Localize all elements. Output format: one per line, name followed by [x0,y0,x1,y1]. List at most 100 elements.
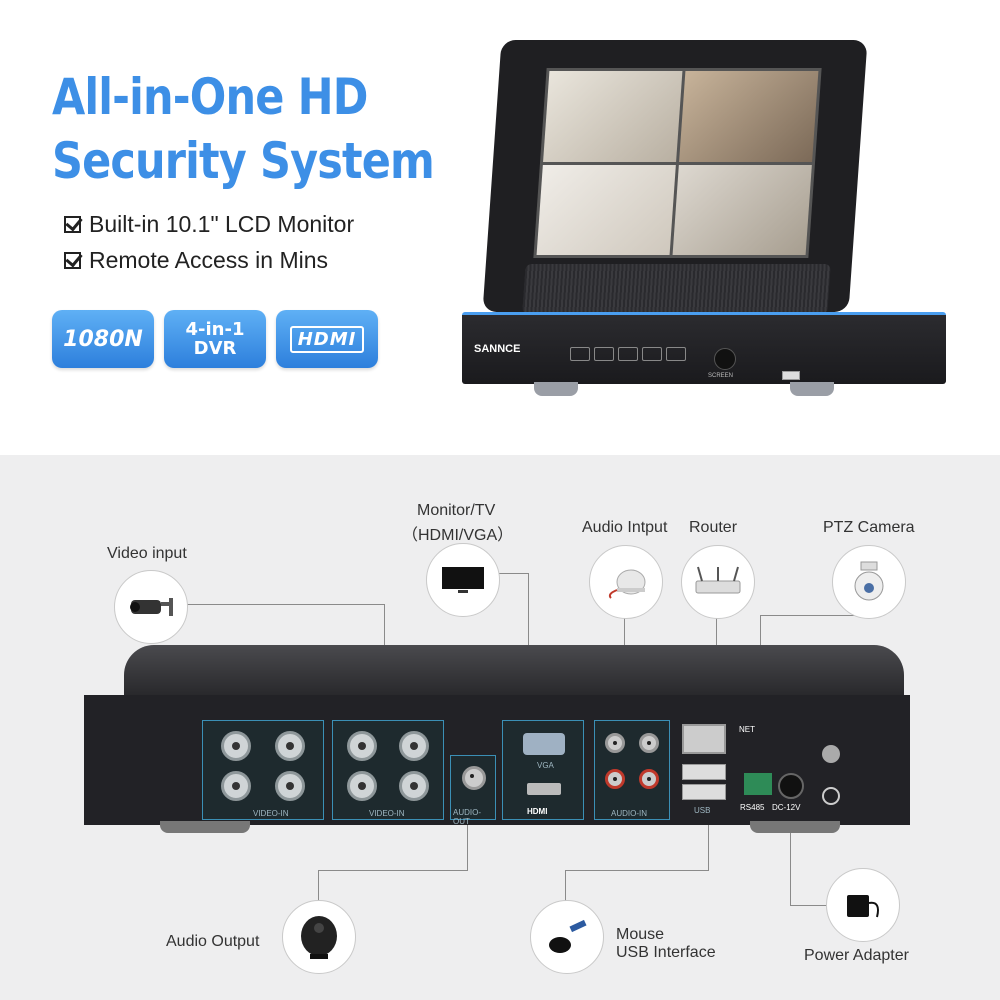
rs485-label: RS485 [740,803,765,812]
camera-view [536,164,676,255]
bnc-port [347,771,377,801]
microphone-icon [589,545,663,619]
hdmi-label: HDMI [527,807,548,816]
front-button [570,347,590,361]
camera-view [543,71,683,162]
line-audio-out [467,785,468,870]
hdmi-port [527,783,561,795]
dvr-front-panel: SANNCE SCREEN [462,312,946,384]
feature-lcd: Built-in 10.1" LCD Monitor [64,211,354,238]
bnc-port [221,771,251,801]
rca-port [462,766,486,790]
camera-view [672,164,812,255]
line-monitor [494,573,529,574]
video-in-group: VIDEO-IN [202,720,324,820]
line-power [790,905,830,906]
dc-power-port [778,773,804,799]
lcd-monitor-illustration [480,18,868,318]
label-mouse-sub: USB Interface [616,944,716,961]
badge-hdmi: HDMI [276,310,378,368]
checkbox-icon [64,252,81,269]
badge-dvr-bottom: DVR [193,338,237,359]
headline-line1: All-in-One HD [52,68,368,126]
hdmi-logo: HDMI [289,325,365,353]
video-in-label: VIDEO-IN [369,809,405,818]
feature-label: Built-in 10.1" LCD Monitor [89,211,355,237]
video-in-label: VIDEO-IN [253,809,289,818]
badge-dvr-top: 4-in-1 [185,319,245,340]
audio-out-label: AUDIO-OUT [453,808,481,826]
video-out-group: VGA HDMI [502,720,584,820]
bnc-port [275,731,305,761]
bnc-port [399,731,429,761]
bnc-port [347,731,377,761]
line-ptz [760,615,868,616]
front-button [618,347,638,361]
vga-port [523,733,565,755]
label-audio-input: Audio Intput [582,519,668,536]
dc-label: DC-12V [772,803,801,812]
label-ptz: PTZ Camera [823,519,915,536]
bnc-port [221,731,251,761]
line-mouse [565,870,566,915]
screen-button-label: SCREEN [708,373,734,379]
label-mouse: Mouse [616,926,665,943]
speaker-icon [282,900,356,974]
hero-section: All-in-One HD Security System Built-in 1… [0,0,1000,455]
dvr-back-panel: VIDEO-IN VIDEO-IN AUDIO-OUT VGA HDMI [84,695,910,826]
device-foot [750,821,840,833]
line-power [790,795,791,905]
power-adapter-icon [826,868,900,942]
rca-port [639,769,659,789]
connection-diagram: Video input Monitor/TV （HDMI/VGA） Audio … [0,455,1000,1000]
line-audio-out [318,870,468,871]
vga-label: VGA [537,761,554,770]
usb-label: USB [694,806,711,815]
camera-view [679,71,819,162]
bnc-port [275,771,305,801]
line-mouse [708,795,709,870]
front-button [666,347,686,361]
label-monitor-sub: （HDMI/VGA） [402,527,514,544]
rca-port [605,733,625,753]
usb-port-icon [782,371,800,380]
rs485-terminal [744,773,772,795]
mouse-icon [530,900,604,974]
checkbox-icon [64,216,81,233]
ethernet-port [682,724,726,754]
monitor-screen [533,68,822,258]
feature-remote: Remote Access in Mins [64,247,328,274]
label-video-input: Video input [107,545,187,562]
net-label: NET [739,725,755,734]
label-audio-output: Audio Output [166,933,260,950]
rca-port [639,733,659,753]
router-icon [681,545,755,619]
screen-button [714,348,736,370]
net-usb-group: USB [678,720,736,820]
usb-port [682,764,726,780]
badge-1080n: 1080N [52,310,154,368]
monitor-icon [426,543,500,617]
device-foot [534,382,578,396]
brand-logo: SANNCE [474,343,521,355]
front-button [594,347,614,361]
line-audio-out [318,870,319,915]
label-router: Router [689,519,738,536]
speaker-grille [522,264,831,314]
audio-in-group: AUDIO-IN [594,720,670,820]
line-mouse [565,870,709,871]
line-video [184,604,384,605]
audio-in-label: AUDIO-IN [611,809,647,818]
device-foot [790,382,834,396]
headline-line2: Security System [52,132,435,190]
label-power: Power Adapter [804,947,909,964]
front-button [642,347,662,361]
bnc-port [399,771,429,801]
video-in-group: VIDEO-IN [332,720,444,820]
rca-port [605,769,625,789]
device-foot [160,821,250,833]
badge-4in1-dvr: 4-in-1 DVR [164,310,266,368]
ground-screw-icon [822,745,840,763]
audio-out-port: AUDIO-OUT [450,755,496,826]
feature-label: Remote Access in Mins [89,247,329,273]
